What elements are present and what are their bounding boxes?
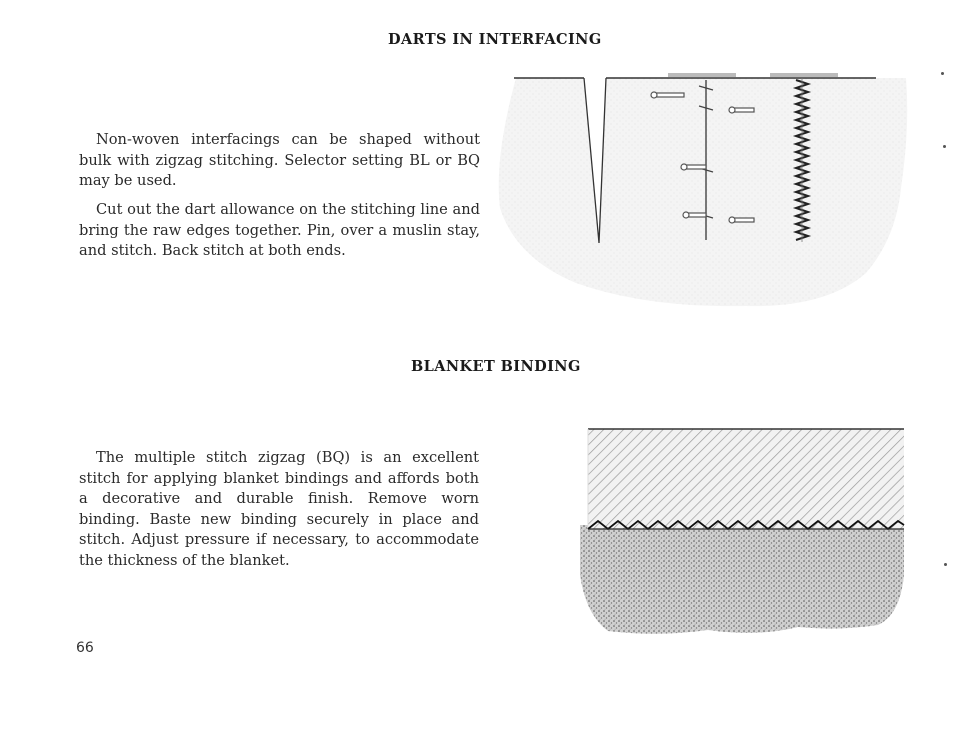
paragraph-darts-1: Non-woven interfacings can be shaped wit… (79, 131, 480, 189)
dart-interfacing-illustration (498, 73, 908, 307)
paragraph-blanket-1: The multiple stitch zigzag (BQ) is an ex… (79, 449, 479, 569)
page-number: 66 (76, 640, 94, 656)
blanket-binding-illustration (580, 428, 905, 634)
margin-mark (943, 145, 946, 148)
margin-mark (944, 563, 947, 566)
section-heading-darts: DARTS IN INTERFACING (388, 31, 602, 48)
paragraph-darts-2: Cut out the dart allowance on the stitch… (79, 201, 480, 259)
section-heading-blanket: BLANKET BINDING (411, 358, 581, 375)
margin-mark (941, 72, 944, 75)
